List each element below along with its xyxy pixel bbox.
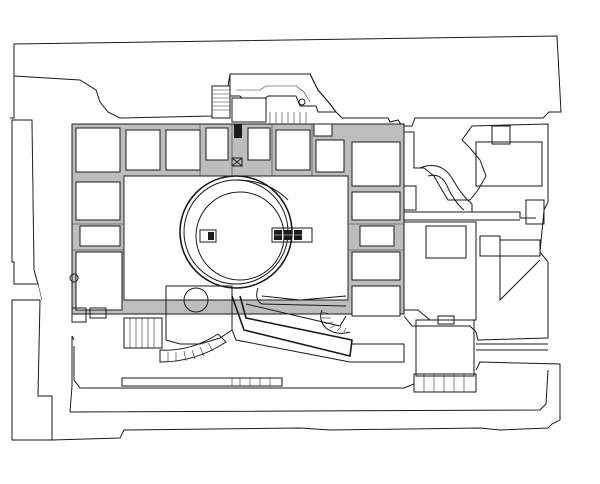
rotunda-stair-left	[199, 229, 217, 243]
main-corridor-lines	[72, 176, 404, 300]
rotunda-entrance-curve	[235, 179, 289, 201]
central-elevator	[234, 124, 242, 138]
central-cross-marker	[231, 157, 243, 167]
east-stair-room-2	[499, 239, 541, 257]
south-pergola-posts	[231, 378, 271, 386]
spiral-stair-treads	[321, 311, 347, 333]
east-annex-curved-path	[419, 165, 473, 212]
east-corridor	[404, 211, 536, 221]
room-right-4	[351, 251, 401, 281]
south-east-block	[415, 319, 475, 377]
south-pergola	[121, 377, 283, 387]
east-small-stair	[403, 185, 417, 211]
south-terrace-line	[73, 346, 415, 389]
room-left-1	[75, 127, 121, 173]
east-hall-outline	[404, 221, 477, 321]
room-right-5	[351, 285, 401, 317]
east-ramp	[499, 256, 549, 338]
room-right-2	[351, 191, 401, 221]
room-top-4	[247, 127, 271, 161]
room-top-2	[165, 129, 201, 171]
room-top-1	[125, 129, 161, 171]
east-outbuilding-notch	[491, 125, 511, 145]
room-top-6	[315, 139, 345, 173]
north-terrace	[229, 73, 337, 113]
east-annex-curved-path-2	[427, 174, 465, 211]
ramp-curve	[256, 287, 263, 305]
room-right-3	[359, 225, 395, 247]
lower-left-stair-block	[123, 317, 163, 349]
left-stair-small	[71, 307, 87, 323]
south-east-block-inner	[437, 315, 455, 325]
rotunda-stair-left-fill	[208, 232, 214, 240]
north-stair-treads	[212, 89, 230, 111]
left-stair-small-2	[89, 307, 107, 319]
east-stair-room	[479, 235, 501, 257]
room-left-3	[79, 225, 121, 247]
south-east-porch	[413, 373, 477, 393]
left-street-edge	[31, 119, 43, 301]
south-inner-edge	[69, 335, 549, 413]
site-boundary	[13, 35, 562, 127]
lower-left-stair-treads	[129, 318, 155, 348]
lower-left-hall	[165, 285, 233, 345]
spiral-stair	[320, 309, 351, 334]
lower-stair-treads	[167, 342, 214, 362]
main-building-inner	[123, 175, 349, 301]
room-top-5	[275, 129, 311, 171]
ramp-inner-wall	[245, 303, 347, 327]
east-hall-room	[425, 225, 467, 259]
rotunda-display-case	[271, 227, 313, 243]
southwest-connector	[231, 329, 405, 363]
main-building-cross-hall	[199, 124, 313, 176]
north-entrance-hall	[231, 97, 267, 123]
north-entrance-columns	[269, 112, 307, 124]
ramp-lower-path	[261, 295, 347, 307]
room-left-2	[75, 181, 121, 221]
east-annex-outline	[403, 123, 549, 341]
room-top-3	[205, 127, 229, 161]
north-lobby	[313, 123, 333, 137]
left-entrance-marker	[69, 273, 79, 283]
east-stair-block	[525, 199, 545, 225]
site-boundary-left	[10, 76, 15, 119]
terrace-fountain	[298, 98, 306, 106]
north-terrace-inner	[236, 85, 311, 103]
lower-left-rotunda	[183, 287, 209, 313]
lower-stair-curve	[159, 333, 227, 363]
east-outbuilding	[475, 141, 543, 187]
left-street-block-lower	[11, 299, 53, 441]
room-right-1	[351, 141, 401, 187]
ramp-angled-wall	[231, 295, 353, 357]
south-site-edge	[51, 361, 561, 441]
room-left-4	[75, 251, 123, 311]
south-east-columns	[423, 374, 465, 392]
south-east-path	[476, 343, 548, 351]
